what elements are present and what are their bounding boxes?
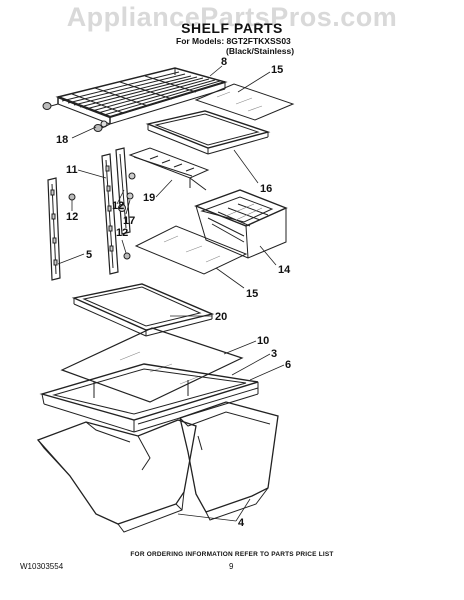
callout-15-upper: 15 xyxy=(271,64,283,76)
callout-6: 6 xyxy=(285,359,291,371)
document-number: W10303554 xyxy=(20,562,64,571)
page-number: 9 xyxy=(229,562,234,571)
crisper-drawer xyxy=(194,189,288,259)
wire-shelf xyxy=(55,67,228,125)
callout-17: 17 xyxy=(123,215,135,227)
callout-12-middle: 12 xyxy=(112,200,124,212)
shelf-support-rail-5 xyxy=(47,177,61,281)
callout-20: 20 xyxy=(215,311,227,323)
callout-12-left: 12 xyxy=(66,211,78,223)
crisper-pans xyxy=(36,401,279,533)
callout-15-lower: 15 xyxy=(246,288,258,300)
callout-numbers: 8 15 18 11 16 19 12 17 12 12 5 14 15 20 … xyxy=(56,56,291,529)
lower-glass-shelf xyxy=(134,225,248,275)
shelf-support-rail-11 xyxy=(101,153,119,275)
callout-10: 10 xyxy=(257,335,269,347)
callout-4: 4 xyxy=(238,517,245,529)
callout-5: 5 xyxy=(86,249,92,261)
page-title: SHELF PARTS xyxy=(181,20,283,36)
crisper-cover-frame xyxy=(145,110,271,155)
callout-14: 14 xyxy=(278,264,291,276)
watermark: AppliancePartsPros.com xyxy=(66,2,398,32)
callout-8: 8 xyxy=(221,56,227,68)
ordering-note: FOR ORDERING INFORMATION REFER TO PARTS … xyxy=(130,551,334,558)
callout-18: 18 xyxy=(56,134,68,146)
shelf-end-caps xyxy=(42,102,111,132)
model-color: (Black/Stainless) xyxy=(226,46,295,56)
humidity-control-slide xyxy=(128,147,210,191)
callout-11: 11 xyxy=(66,164,78,176)
model-line: For Models: 8GT2FTKXSS03 xyxy=(176,36,291,46)
callout-19: 19 xyxy=(143,192,155,204)
shelf-frame xyxy=(71,283,215,337)
shelf-support-rail-right xyxy=(115,147,136,235)
leader-lines xyxy=(57,65,285,522)
callout-3: 3 xyxy=(271,348,277,360)
upper-glass-cover xyxy=(194,83,295,121)
callout-12-lower: 12 xyxy=(116,227,128,239)
model-info: For Models: 8GT2FTKXSS03 (Black/Stainles… xyxy=(176,36,294,56)
callout-16: 16 xyxy=(260,183,272,195)
